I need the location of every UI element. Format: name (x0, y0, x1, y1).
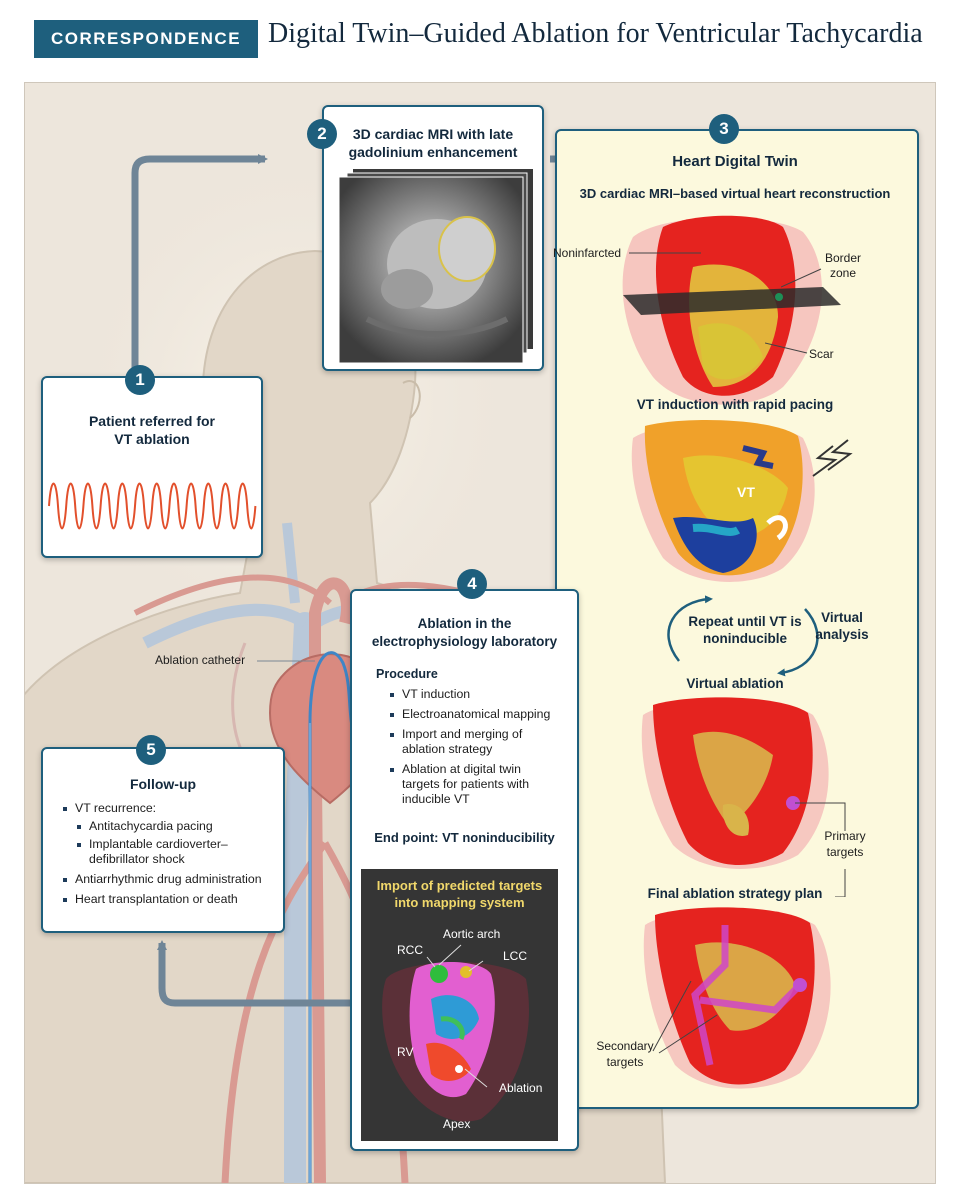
procedure-item: VT induction (388, 687, 558, 702)
virtual-analysis-label-line1: Virtual (821, 610, 863, 625)
step2-number-badge: 2 (307, 119, 337, 149)
correspondence-badge: CORRESPONDENCE (34, 20, 258, 58)
vt-label: VT (737, 484, 755, 500)
follow-up-item: Antiarrhythmic drug administration (61, 872, 275, 887)
vt-induction-title: VT induction with rapid pacing (636, 397, 834, 412)
ablation-catheter-label: Ablation catheter (155, 653, 246, 667)
follow-up-item-label: Heart transplantation or death (75, 892, 238, 906)
border-zone-leader (781, 268, 822, 288)
apex-label: Apex (443, 1117, 471, 1131)
final-ablation-strategy-plan-title: Final ablation strategy plan (647, 886, 823, 901)
step1-title-line2: VT ablation (114, 431, 190, 447)
border-zone-label-line2: zone (829, 266, 857, 280)
follow-up-subitem: Antitachycardia pacing (75, 819, 275, 834)
procedure-heading: Procedure (376, 667, 438, 681)
step4-ablation-lab-box: Ablation in the electrophysiology labora… (350, 589, 579, 1151)
step2-title-line2: gadolinium enhancement (348, 144, 518, 160)
secondary-targets-leader (652, 981, 718, 1054)
procedure-item: Ablation at digital twin targets for pat… (388, 762, 558, 807)
follow-up-item-label: VT recurrence: (75, 801, 157, 815)
procedure-item: Electroanatomical mapping (388, 707, 558, 722)
primary-targets-leader (795, 802, 846, 897)
primary-targets-label-line1: Primary (824, 829, 866, 843)
rcc-label: RCC (397, 943, 423, 957)
noninfarcted-label: Noninfarcted (553, 246, 622, 260)
repeat-until-noninducible-line2: noninducible (703, 631, 787, 646)
final-plan-heart-model (643, 907, 831, 1089)
electroanatomical-map (382, 944, 529, 1122)
step1-number-badge: 1 (125, 365, 155, 395)
secondary-targets-label-line1: Secondary (596, 1039, 654, 1053)
import-title-line2: into mapping system (394, 895, 525, 910)
step3-subtitle: 3D cardiac MRI–based virtual heart recon… (579, 186, 891, 201)
step3-title: Heart Digital Twin (672, 153, 798, 170)
step1-patient-referral-box: Patient referred for VT ablation (41, 376, 263, 558)
virtual-ablation-heart-model (641, 697, 829, 869)
scar-leader (765, 342, 808, 354)
ablation-label: Ablation (499, 1081, 543, 1095)
follow-up-item: Heart transplantation or death (61, 892, 275, 907)
follow-up-item-label: Antiarrhythmic drug administration (75, 872, 262, 886)
step5-title: Follow-up (129, 776, 197, 792)
noninfarcted-leader (629, 252, 701, 254)
step4-title-line2: electrophysiology laboratory (371, 634, 558, 649)
step3-number-badge: 3 (709, 114, 739, 144)
procedure-item: Import and merging of ablation strategy (388, 727, 558, 757)
step4-number-badge: 4 (457, 569, 487, 599)
step2-mri-box: 3D cardiac MRI with late gadolinium enha… (322, 105, 544, 371)
border-zone-label-line1: Border (824, 251, 862, 265)
repeat-loop-arrows (667, 595, 819, 677)
lcc-label: LCC (503, 949, 528, 963)
virtual-analysis-label-line2: analysis (815, 627, 869, 642)
step2-title-line1: 3D cardiac MRI with late (352, 126, 514, 142)
scar-label: Scar (809, 347, 834, 361)
heart-reconstruction-model (622, 215, 841, 405)
virtual-ablation-title: Virtual ablation (686, 676, 784, 691)
end-point-label: End point: VT noninducibility (374, 830, 555, 845)
secondary-targets-label-line2: targets (606, 1055, 644, 1069)
step4-title-line1: Ablation in the (417, 616, 512, 631)
ecg-tracing (48, 482, 257, 530)
repeat-until-noninducible-line1: Repeat until VT is (688, 614, 802, 629)
primary-targets-label-line2: targets (826, 845, 864, 859)
rv-label: RV (397, 1045, 414, 1059)
figure-canvas: Ablation catheter Patient referred for (24, 82, 936, 1184)
mapping-system-panel: Import of predicted targets into mapping… (361, 869, 558, 1141)
vt-induction-heart-model (631, 420, 853, 582)
mri-image-stack (338, 169, 533, 364)
aortic-arch-label: Aortic arch (443, 927, 501, 941)
step5-follow-up-box: Follow-up VT recurrence: Antitachycardia … (41, 747, 285, 933)
import-title-line1: Import of predicted targets (376, 878, 543, 893)
step5-number-badge: 5 (136, 735, 166, 765)
figure-title: Digital Twin–Guided Ablation for Ventric… (268, 18, 923, 49)
follow-up-subitem: Implantable cardioverter–defibrillator s… (75, 837, 275, 867)
step1-title-line1: Patient referred for (88, 413, 216, 429)
